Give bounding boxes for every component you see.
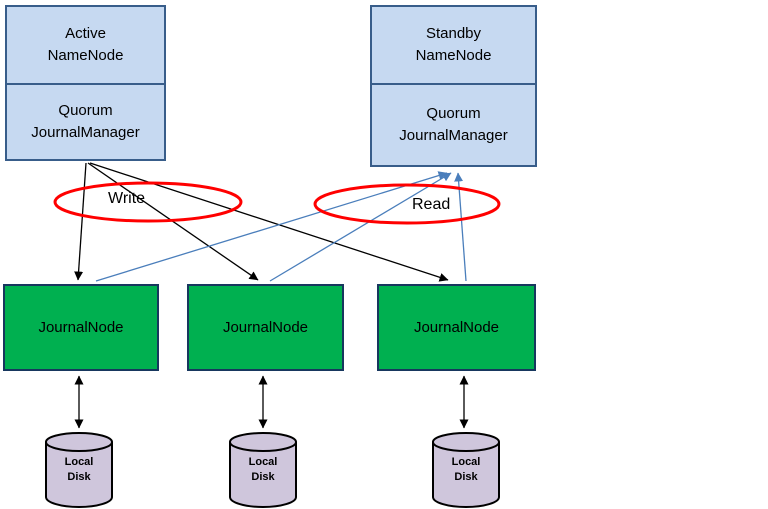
local-disk-label-1: Local Disk [64,456,94,483]
write-arrow-1 [74,162,87,281]
journalnode-label-3: JournalNode [413,318,500,336]
journalnode-label-2: JournalNode [222,318,309,336]
cylinder-shape-1 [45,432,113,508]
cylinder-body [45,442,113,508]
journalnode-box-1: JournalNode [3,284,159,371]
local-disk-cylinder-3: Local Disk [431,431,501,509]
read-arrow-2 [269,172,452,282]
active-qjm-box: Quorum JournalManager [5,83,166,161]
read-arrow-1 [95,171,448,282]
cylinder-body [229,442,297,508]
local-disk-label-3: Local Disk [451,456,481,483]
local-disk-cylinder-2: Local Disk [228,431,298,509]
cylinder-shape-2 [229,432,297,508]
cylinder-body [432,442,500,508]
cylinder-shape-3 [432,432,500,508]
standby-qjm-label: Quorum JournalManager [399,105,508,144]
read-label: Read [412,196,451,213]
active-qjm-label: Quorum JournalManager [31,102,140,141]
cylinder-top [432,432,500,452]
write-arrow-2 [87,162,259,281]
read-ellipse [313,183,501,225]
cylinder-top [229,432,297,452]
journalnode-box-2: JournalNode [187,284,344,371]
write-label: Write [108,190,146,207]
standby-namenode-label: Standby NameNode [415,25,492,64]
write-ellipse [53,181,243,223]
journalnode-box-3: JournalNode [377,284,536,371]
active-namenode-label: Active NameNode [47,25,124,64]
read-arrow-3 [454,172,467,282]
cylinder-top [45,432,113,452]
local-disk-cylinder-1: Local Disk [44,431,114,509]
standby-qjm-box: Quorum JournalManager [370,83,537,167]
write-arrow-3 [89,162,449,282]
active-namenode-box: Active NameNode [5,5,166,85]
local-disk-label-2: Local Disk [248,456,278,483]
journalnode-label-1: JournalNode [38,318,124,336]
standby-namenode-box: Standby NameNode [370,5,537,85]
